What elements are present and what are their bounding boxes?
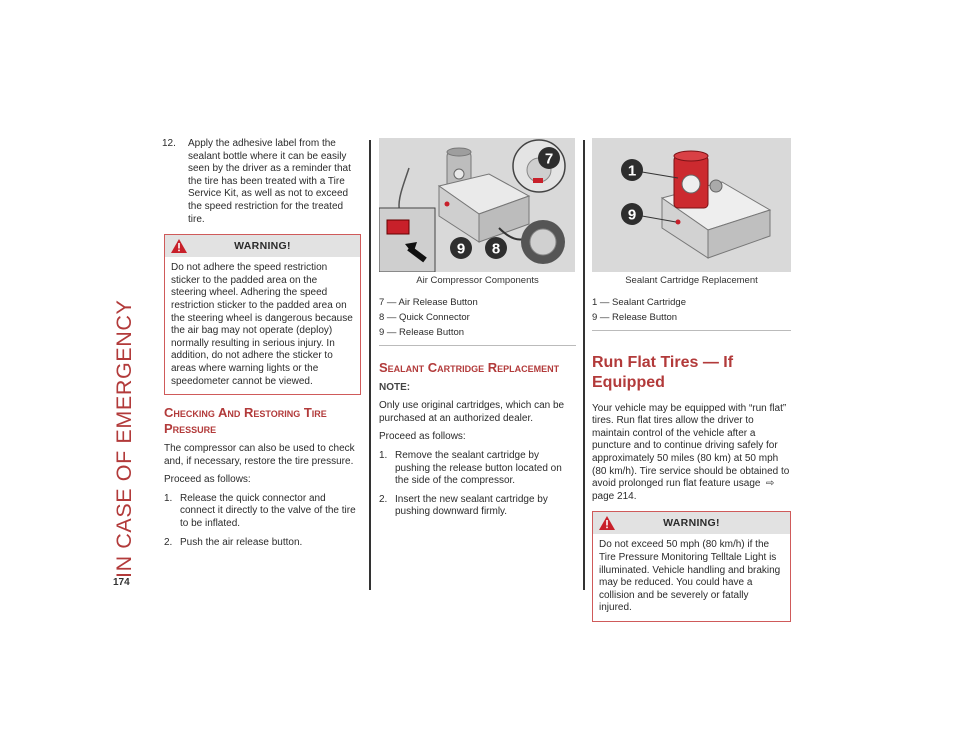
figure-caption: Sealant Cartridge Replacement xyxy=(625,275,758,286)
warning-header: WARNING! xyxy=(593,512,790,535)
legend-item: 9 — Release Button xyxy=(592,311,678,323)
side-section-title: IN CASE OF EMERGENCY xyxy=(100,142,144,582)
callout-marker xyxy=(621,159,643,181)
paragraph: Proceed as follows: xyxy=(164,474,251,486)
section-heading: Checking And Restoring Tire Pressure xyxy=(164,405,327,437)
legend-item: 9 — Release Button xyxy=(379,326,465,338)
warning-header: WARNING! xyxy=(165,235,360,258)
note-text: Only use original cartridges, which can … xyxy=(379,400,565,424)
paragraph: The compressor can also be used to check… xyxy=(164,443,355,467)
side-section-title-text: IN CASE OF EMERGENCY xyxy=(112,300,136,578)
list-item: 1. Release the quick connector and conne… xyxy=(164,493,361,531)
warning-triangle-icon xyxy=(171,239,187,254)
paragraph: Your vehicle may be equipped with “run f… xyxy=(592,403,791,504)
warning-title: WARNING! xyxy=(234,240,291,253)
callout-marker xyxy=(621,203,643,225)
warning-box: WARNING! Do not adhere the speed restric… xyxy=(164,234,361,396)
warning-text: Do not adhere the speed restriction stic… xyxy=(171,262,353,387)
column-divider xyxy=(583,140,585,590)
figure-caption: Air Compressor Components xyxy=(416,275,539,286)
step-number: 2. xyxy=(379,493,388,505)
sealant-cartridge-illustration: 1 9 xyxy=(592,138,791,272)
paragraph-text: Your vehicle may be equipped with “run f… xyxy=(592,402,790,490)
warning-text: Do not exceed 50 mph (80 km/h) if the Ti… xyxy=(599,539,781,614)
warning-title: WARNING! xyxy=(663,517,720,530)
step-text: Push the air release button. xyxy=(180,536,303,548)
step-text: Insert the new sealant cartridge by push… xyxy=(395,493,548,518)
warning-triangle-icon xyxy=(599,516,615,531)
list-item: 1. Remove the sealant cartridge by pushi… xyxy=(379,450,576,488)
warning-box: WARNING! Do not exceed 50 mph (80 km/h) … xyxy=(592,511,791,622)
section-heading: Sealant Cartridge Replacement xyxy=(379,359,560,375)
step-number: 12. xyxy=(162,138,176,149)
list-item: 2. Push the air release button. xyxy=(164,537,361,550)
step-text: Release the quick connector and connect … xyxy=(180,492,356,530)
callout-label: 8 xyxy=(492,241,500,258)
figure-legend: 1 — Sealant Cartridge 9 — Release Button xyxy=(592,296,791,331)
step-number: 1. xyxy=(164,492,173,504)
callout-marker xyxy=(450,237,472,259)
list-item: 2. Insert the new sealant cartridge by p… xyxy=(379,494,576,519)
column-3: 1 9 Sealant Cartridge Replacement 1 — Se… xyxy=(592,138,791,632)
step-12: 12. Apply the adhesive label from the se… xyxy=(162,138,361,226)
figure-legend: 7 — Air Release Button 8 — Quick Connect… xyxy=(379,296,576,346)
step-number: 2. xyxy=(164,536,173,548)
step-text: Remove the sealant cartridge by pushing … xyxy=(395,449,562,487)
paragraph: Proceed as follows: xyxy=(379,431,466,443)
air-compressor-illustration: 7 9 8 xyxy=(379,138,575,272)
legend-item: 1 — Sealant Cartridge xyxy=(592,296,686,308)
callout-marker xyxy=(538,147,560,169)
column-2: 7 9 8 Air Compressor Components 7 — Air … xyxy=(379,138,576,525)
callout-label: 9 xyxy=(628,207,636,224)
step-text: Apply the adhesive label from the sealan… xyxy=(188,138,351,225)
arrow-right-icon: ⇨ xyxy=(763,478,778,490)
callout-label: 7 xyxy=(545,151,553,168)
page-reference-link[interactable]: page 214. xyxy=(592,490,637,502)
legend-item: 7 — Air Release Button xyxy=(379,296,478,308)
step-number: 1. xyxy=(379,449,388,461)
section-heading: Run Flat Tires — If Equipped xyxy=(592,353,734,391)
page-number: 174 xyxy=(113,577,130,588)
column-divider xyxy=(369,140,371,590)
column-1: 12. Apply the adhesive label from the se… xyxy=(162,138,361,555)
callout-label: 1 xyxy=(628,163,636,180)
legend-item: 8 — Quick Connector xyxy=(379,311,470,323)
callout-marker xyxy=(485,237,507,259)
callout-label: 9 xyxy=(457,241,465,258)
note-label: NOTE: xyxy=(379,381,411,393)
